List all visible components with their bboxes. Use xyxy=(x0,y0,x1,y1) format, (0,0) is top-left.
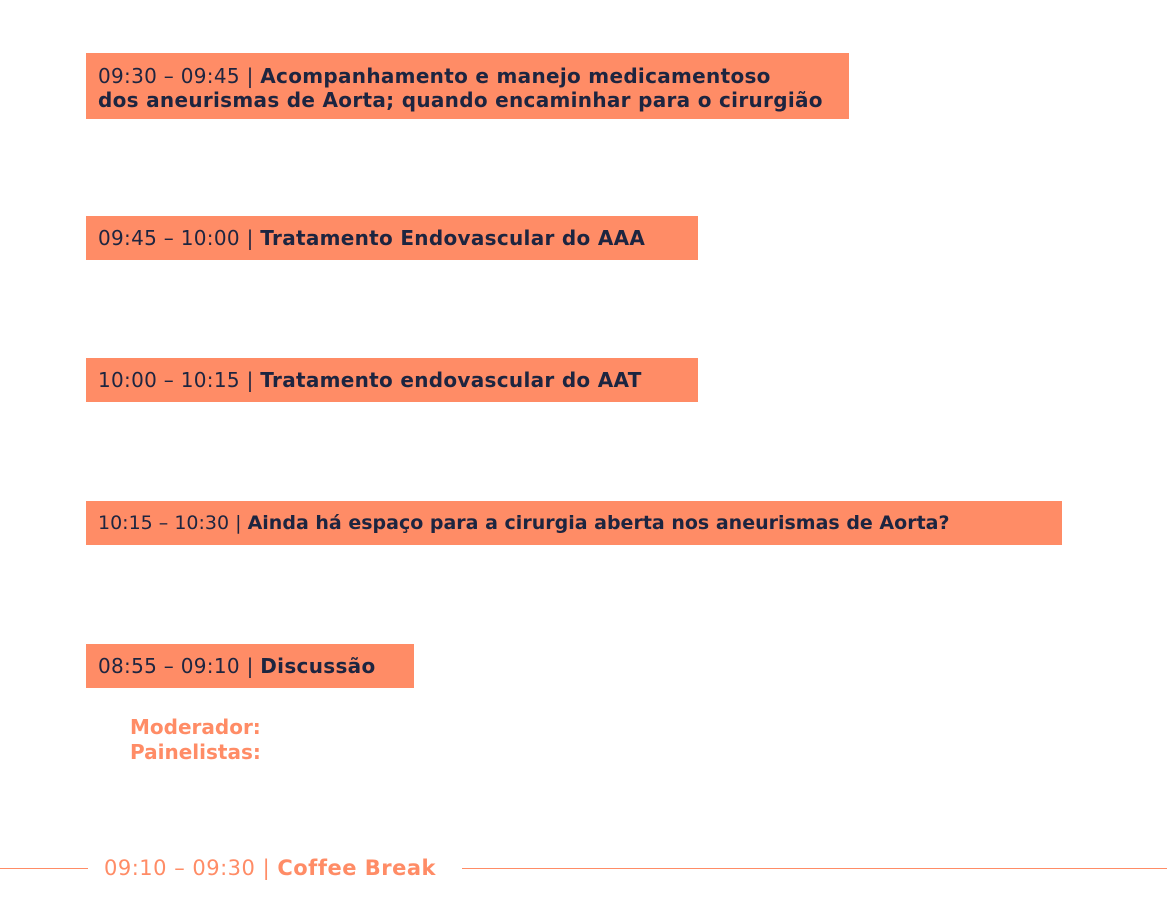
session-4-title: Ainda há espaço para a cirurgia aberta n… xyxy=(247,512,950,534)
session-block-1: 09:30 – 09:45 | Acompanhamento e manejo … xyxy=(86,53,849,119)
session-block-5: 08:55 – 09:10 | Discussão xyxy=(86,644,414,688)
session-block-3: 10:00 – 10:15 | Tratamento endovascular … xyxy=(86,358,698,402)
session-5-separator: | xyxy=(246,654,254,678)
session-5-time: 08:55 – 09:10 xyxy=(98,654,240,678)
session-block-2: 09:45 – 10:00 | Tratamento Endovascular … xyxy=(86,216,698,260)
moderator-label: Moderador: xyxy=(130,715,261,739)
session-3-separator: | xyxy=(246,368,254,392)
coffee-break-time: 09:10 – 09:30 xyxy=(104,856,256,880)
session-2-separator: | xyxy=(246,226,254,250)
session-1-line-1: 09:30 – 09:45 | Acompanhamento e manejo … xyxy=(98,64,837,88)
session-2-time: 09:45 – 10:00 xyxy=(98,226,240,250)
break-divider-right xyxy=(462,868,1167,869)
coffee-break-row: 09:10 – 09:30 | Coffee Break xyxy=(0,850,1167,886)
session-5-title: Discussão xyxy=(260,654,376,678)
session-3-time: 10:00 – 10:15 xyxy=(98,368,240,392)
session-1-separator: | xyxy=(246,64,254,88)
discussion-panel: Moderador: Painelistas: xyxy=(130,715,261,765)
coffee-break-label: 09:10 – 09:30 | Coffee Break xyxy=(104,850,436,886)
session-3-title: Tratamento endovascular do AAT xyxy=(260,368,642,392)
session-block-4: 10:15 – 10:30 | Ainda há espaço para a c… xyxy=(86,501,1062,545)
panelists-label: Painelistas: xyxy=(130,740,261,764)
coffee-break-separator: | xyxy=(262,856,271,880)
session-2-title: Tratamento Endovascular do AAA xyxy=(260,226,646,250)
session-1-time: 09:30 – 09:45 xyxy=(98,64,240,88)
break-divider-left xyxy=(0,868,88,869)
session-1-title-line-1: Acompanhamento e manejo medicamentoso xyxy=(260,64,771,88)
session-1-title-line-2: dos aneurismas de Aorta; quando encaminh… xyxy=(98,88,823,112)
session-4-separator: | xyxy=(235,512,242,534)
session-4-time: 10:15 – 10:30 xyxy=(98,512,230,534)
coffee-break-title: Coffee Break xyxy=(277,856,436,880)
